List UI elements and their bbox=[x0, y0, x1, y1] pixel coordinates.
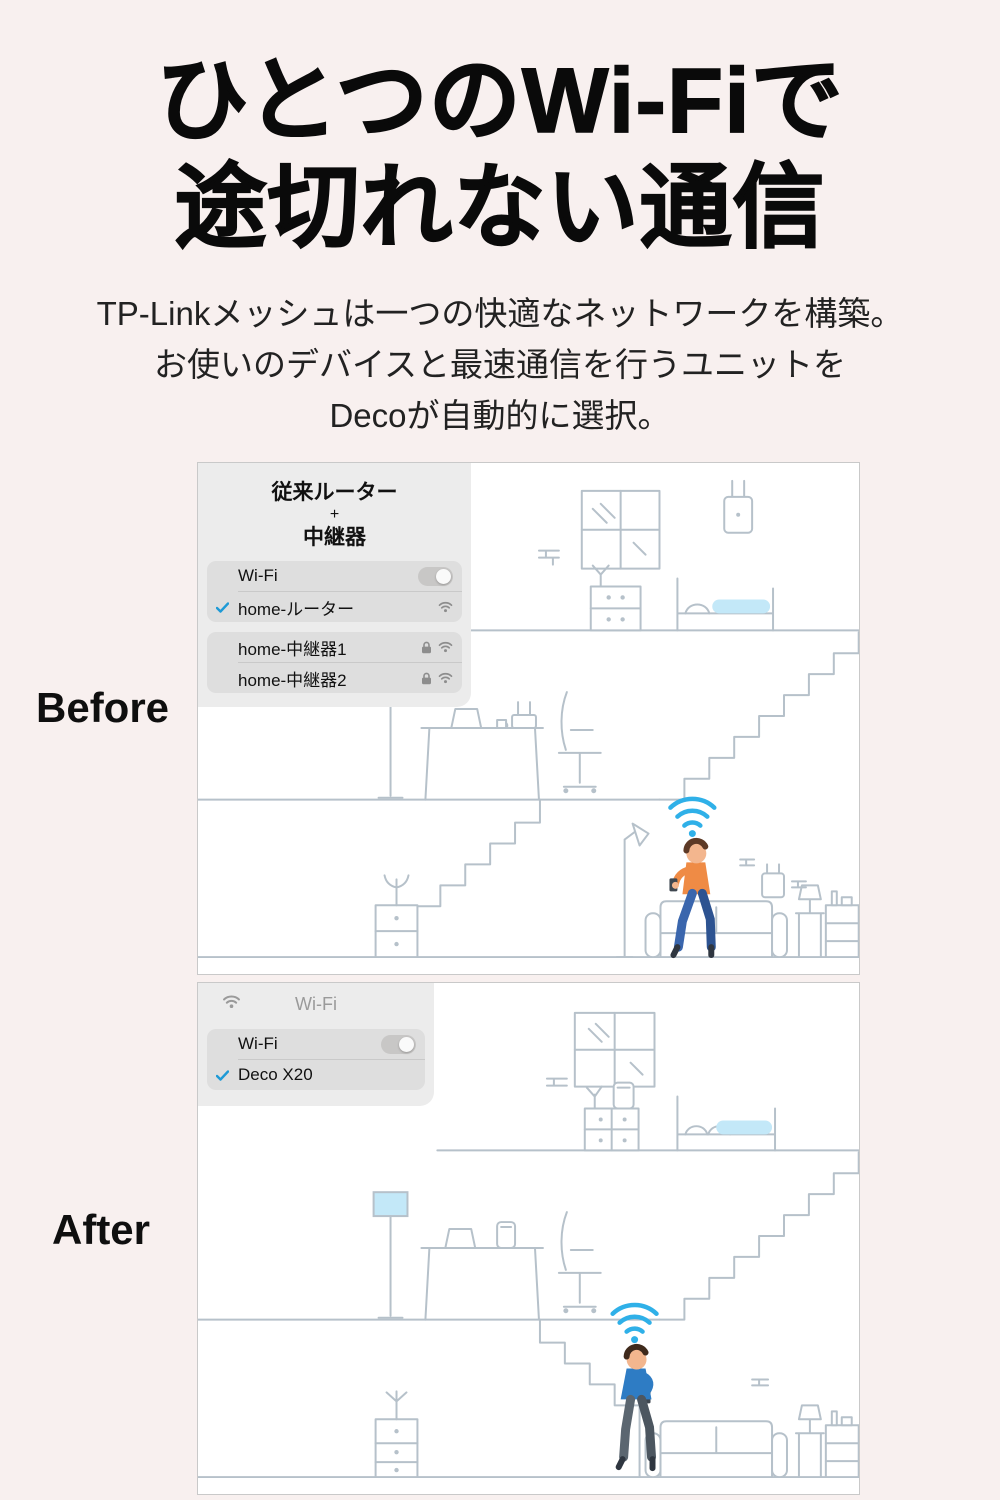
house-illustration-before bbox=[198, 479, 859, 959]
wifi-toggle[interactable] bbox=[418, 566, 453, 586]
overlay-title: 従来ルーター + 中継器 bbox=[198, 463, 471, 551]
toggle-knob bbox=[399, 1036, 414, 1052]
deco-unit-desk bbox=[496, 1221, 517, 1249]
overlay-title: Wi-Fi bbox=[295, 994, 337, 1014]
side-table-lamp bbox=[794, 884, 825, 959]
network-row-extender2[interactable]: home-中継器2 bbox=[207, 663, 462, 693]
subtitle-line-1: TP-Linkメッシュは一つの快適なネットワークを構築。 bbox=[96, 295, 904, 332]
network-name: home-中継器1 bbox=[238, 639, 347, 659]
brick-marks-bottom bbox=[751, 1378, 770, 1387]
tv-console bbox=[824, 890, 859, 959]
couch bbox=[644, 1420, 788, 1479]
deco-unit-bedroom bbox=[612, 1081, 635, 1110]
overlay-header: Wi-Fi bbox=[198, 983, 434, 1019]
after-label: After bbox=[52, 1206, 151, 1253]
plant-cabinet bbox=[374, 1390, 419, 1479]
couch bbox=[644, 900, 788, 959]
wifi-settings-overlay-before: 従来ルーター + 中継器 Wi-Fi home-ルーター bbox=[198, 463, 471, 708]
brick-marks-upper bbox=[545, 1077, 568, 1087]
row-divider bbox=[238, 591, 462, 593]
before-label: Before bbox=[36, 684, 170, 731]
network-row-home-router[interactable]: home-ルーター bbox=[207, 592, 462, 622]
overlay-title-line1: 従来ルーター bbox=[271, 481, 398, 504]
router-on-desk bbox=[511, 701, 537, 729]
subtitle-line-3: Decoが自動的に選択。 bbox=[329, 397, 671, 435]
range-extender-upper bbox=[723, 479, 754, 534]
desk bbox=[420, 708, 544, 801]
nightstand bbox=[589, 585, 642, 632]
lock-icon bbox=[422, 641, 431, 653]
subtitle-line-2: お使いのデバイスと最速通信を行うユニットを bbox=[153, 346, 846, 384]
plant-upper bbox=[585, 1085, 603, 1110]
wifi-toggle[interactable] bbox=[381, 1034, 416, 1054]
row-icons bbox=[421, 672, 453, 685]
wifi-icon bbox=[438, 602, 453, 613]
network-name: Deco X20 bbox=[238, 1065, 313, 1084]
wifi-signal-icon bbox=[668, 796, 717, 838]
office-chair bbox=[557, 1211, 602, 1314]
row-icons bbox=[421, 641, 453, 654]
wifi-toggle-row[interactable]: Wi-Fi bbox=[207, 1029, 425, 1059]
before-panel: 従来ルーター + 中継器 Wi-Fi home-ルーター bbox=[197, 462, 860, 975]
floor-lamp-mid bbox=[372, 1191, 409, 1319]
lock-icon bbox=[422, 672, 431, 684]
person-walking bbox=[669, 837, 716, 959]
wifi-row-label: Wi-Fi bbox=[238, 1034, 278, 1053]
side-table-lamp bbox=[794, 1404, 825, 1479]
page-title: ひとつのWi-Fiで 途切れない通信 bbox=[0, 48, 1000, 261]
overlay-title-line3: 中継器 bbox=[303, 525, 366, 549]
wifi-group-extenders: home-中継器1 home-中継器2 bbox=[207, 632, 462, 694]
network-row-extender1[interactable]: home-中継器1 bbox=[207, 632, 462, 662]
page-subtitle: TP-Linkメッシュは一つの快適なネットワークを構築。 お使いのデバイスと最速… bbox=[50, 288, 950, 441]
window bbox=[580, 489, 661, 570]
wifi-settings-overlay-after: Wi-Fi Wi-Fi Deco X20 bbox=[198, 983, 434, 1106]
wifi-icon bbox=[222, 994, 241, 1014]
brick-marks-upper bbox=[537, 549, 560, 566]
wifi-group-main: Wi-Fi Deco X20 bbox=[207, 1029, 425, 1090]
plant-upper bbox=[591, 564, 610, 588]
row-icons bbox=[438, 601, 453, 613]
wifi-icon bbox=[438, 642, 453, 653]
nightstand bbox=[583, 1107, 640, 1152]
plant-cabinet bbox=[374, 874, 419, 959]
wifi-row-label: Wi-Fi bbox=[238, 566, 278, 586]
wifi-signal-icon bbox=[610, 1302, 659, 1344]
title-line-1: ひとつのWi-Fiで bbox=[155, 49, 844, 152]
check-icon bbox=[216, 601, 238, 613]
network-row-deco[interactable]: Deco X20 bbox=[207, 1060, 425, 1090]
stairs-upper bbox=[658, 1151, 859, 1321]
check-icon bbox=[216, 1069, 238, 1081]
window bbox=[573, 1011, 656, 1088]
toggle-knob bbox=[436, 568, 451, 584]
person-standing bbox=[615, 1343, 657, 1472]
office-chair bbox=[557, 691, 602, 794]
after-panel: Wi-Fi Wi-Fi Deco X20 bbox=[197, 982, 860, 1495]
stairs-upper bbox=[658, 631, 859, 801]
tv-console bbox=[824, 1410, 859, 1479]
bed bbox=[676, 1095, 777, 1152]
floor-lamp-bottom bbox=[615, 822, 650, 959]
bed bbox=[676, 577, 775, 632]
wifi-icon bbox=[438, 673, 453, 684]
desk bbox=[420, 1228, 544, 1321]
network-name: home-ルーター bbox=[238, 599, 355, 619]
network-name: home-中継器2 bbox=[238, 670, 347, 690]
row-divider bbox=[238, 1059, 425, 1060]
wifi-toggle-row[interactable]: Wi-Fi bbox=[207, 561, 462, 591]
row-divider bbox=[238, 662, 462, 664]
overlay-title-plus: + bbox=[329, 506, 340, 524]
wifi-group-main: Wi-Fi home-ルーター bbox=[207, 561, 462, 623]
house-illustration-after bbox=[198, 1011, 859, 1479]
range-extender-bottom bbox=[739, 858, 807, 899]
title-line-2: 途切れない通信 bbox=[174, 156, 826, 259]
